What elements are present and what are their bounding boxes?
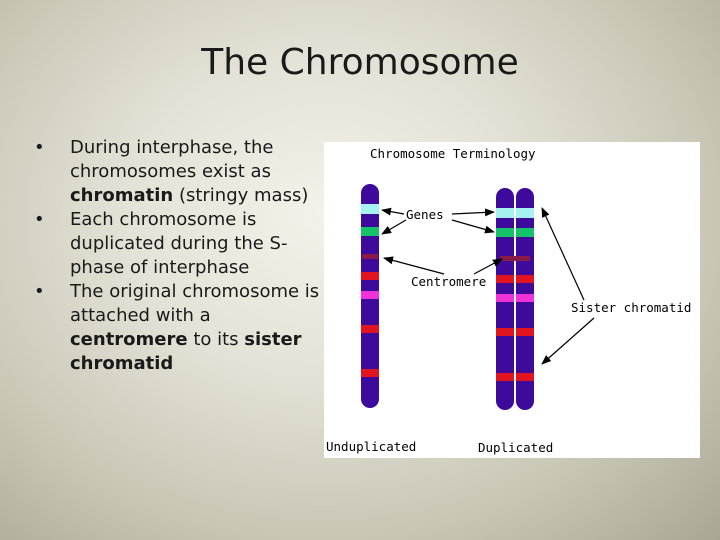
gene-band-cyan xyxy=(496,208,514,218)
bullet-text: (stringy mass) xyxy=(173,185,309,206)
centromere-mark xyxy=(362,254,378,259)
bullet-text: The original chromosome is attached with… xyxy=(70,281,320,326)
unduplicated-chromosome xyxy=(361,184,379,408)
figure-title: Chromosome Terminology xyxy=(370,146,536,161)
gene-band-green xyxy=(516,228,534,237)
bullet-marker: • xyxy=(34,281,45,302)
sister-chromatid-label: Sister chromatid xyxy=(571,300,691,315)
duplicated-label: Duplicated xyxy=(478,440,553,455)
gene-band-green xyxy=(496,228,514,237)
arrow-genes-to-duplicated-green xyxy=(451,219,495,234)
arrow-sister-chromatid-top xyxy=(541,207,585,301)
bullet-text: Each chromosome is duplicated during the… xyxy=(70,209,288,278)
gene-band-magenta xyxy=(361,291,379,299)
arrow-genes-to-unduplicated-green xyxy=(381,219,407,235)
duplicated-chromosome xyxy=(496,188,534,410)
genes-label: Genes xyxy=(406,207,444,222)
gene-band-red xyxy=(496,373,514,381)
bullet-emphasis: sister chromatid xyxy=(70,329,302,374)
arrow-genes-to-unduplicated-cyan xyxy=(381,207,405,216)
gene-band-red xyxy=(361,325,379,333)
bullet-item: • Each chromosome is duplicated during t… xyxy=(30,208,330,280)
arrow-centromere-to-unduplicated xyxy=(383,256,445,275)
bullet-marker: • xyxy=(34,137,45,158)
bullet-item: • During interphase, the chromosomes exi… xyxy=(30,136,330,208)
bullet-text: to its xyxy=(187,329,245,350)
gene-band-red xyxy=(361,272,379,280)
slide-title: The Chromosome xyxy=(201,42,519,83)
bullet-item: • The original chromosome is attached wi… xyxy=(30,280,330,376)
gene-band-cyan xyxy=(516,208,534,218)
chromosome-diagram: Chromosome Terminology xyxy=(326,146,691,455)
gene-band-red xyxy=(516,328,534,336)
unduplicated-label: Unduplicated xyxy=(326,439,416,454)
centromere-label: Centromere xyxy=(411,274,486,289)
bullet-emphasis: chromatin xyxy=(70,185,174,206)
pointer-arrows xyxy=(381,207,595,365)
gene-band-red xyxy=(496,328,514,336)
gene-band-red xyxy=(516,275,534,283)
arrow-sister-chromatid-bottom xyxy=(541,317,595,365)
arrow-centromere-to-duplicated xyxy=(473,258,503,275)
gene-band-magenta xyxy=(496,294,514,302)
bullet-marker: • xyxy=(34,209,45,230)
gene-band-magenta xyxy=(516,294,534,302)
bullet-list: • During interphase, the chromosomes exi… xyxy=(30,136,330,376)
centromere-mark xyxy=(500,256,530,261)
bullet-emphasis: centromere xyxy=(70,329,188,350)
gene-band-red xyxy=(516,373,534,381)
chromosome-terminology-figure: Chromosome Terminology xyxy=(324,142,700,458)
gene-band-green xyxy=(361,227,379,236)
gene-band-red xyxy=(361,369,379,377)
gene-band-cyan xyxy=(361,204,379,214)
arrow-genes-to-duplicated-cyan xyxy=(451,208,495,217)
gene-band-red xyxy=(496,275,514,283)
bullet-text: During interphase, the chromosomes exist… xyxy=(70,137,274,182)
